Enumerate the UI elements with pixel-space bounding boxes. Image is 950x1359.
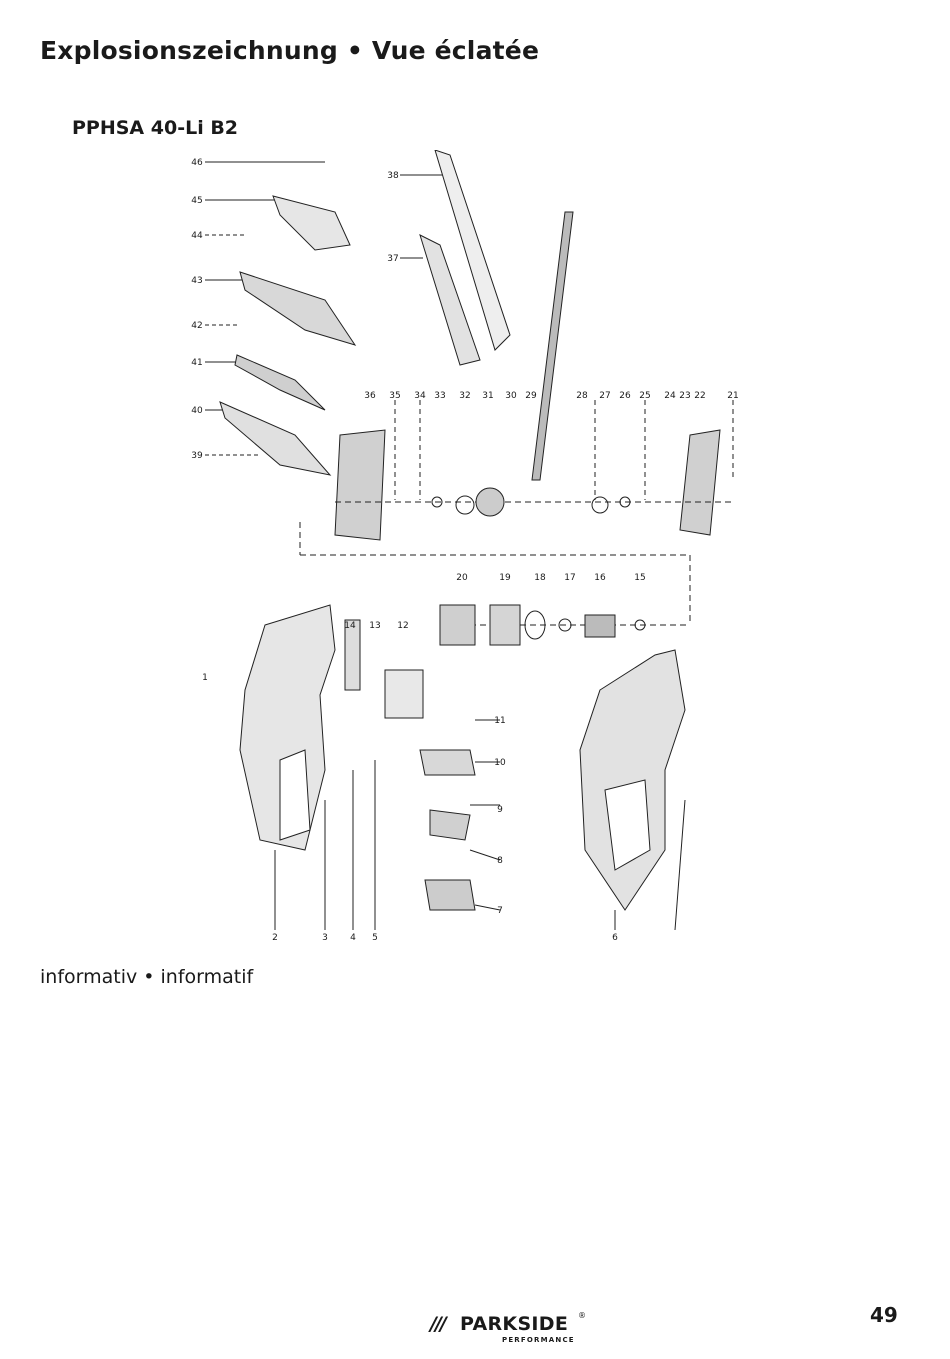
part-label: 11 <box>494 716 505 726</box>
part-label: 28 <box>576 391 588 401</box>
logo-registered-mark: ® <box>578 1311 586 1320</box>
part-label: 19 <box>499 573 511 583</box>
part-number-labels: 46 45 44 43 42 41 40 39 38 37 36 35 34 3… <box>191 158 738 943</box>
part-label: 25 <box>639 391 650 401</box>
part-label: 32 <box>459 391 470 401</box>
part-label: 43 <box>191 276 202 286</box>
part-label: 16 <box>594 573 606 583</box>
part-label: 13 <box>369 621 380 631</box>
part-label: 31 <box>482 391 493 401</box>
part-label: 35 <box>389 391 400 401</box>
part-label: 20 <box>456 573 468 583</box>
logo-slashes: /// <box>430 1313 447 1335</box>
part-label: 4 <box>350 933 356 943</box>
part-label: 23 <box>679 391 690 401</box>
part-label: 2 <box>272 933 278 943</box>
part-label: 45 <box>191 196 202 206</box>
part-label: 41 <box>191 358 202 368</box>
part-label: 10 <box>494 758 506 768</box>
part-label: 12 <box>397 621 408 631</box>
part-label: 30 <box>505 391 517 401</box>
part-label: 22 <box>694 391 705 401</box>
part-label: 24 <box>664 391 676 401</box>
model-name: PPHSA 40-Li B2 <box>72 117 239 139</box>
part-label: 34 <box>414 391 426 401</box>
part-label: 39 <box>191 451 203 461</box>
caption: informativ • informatif <box>40 966 254 988</box>
part-label: 17 <box>564 573 575 583</box>
part-label: 15 <box>634 573 645 583</box>
part-label: 8 <box>497 856 503 866</box>
part-label: 42 <box>191 321 202 331</box>
part-label: 7 <box>497 906 503 916</box>
part-label: 46 <box>191 158 203 168</box>
part-label: 21 <box>727 391 738 401</box>
part-label: 5 <box>372 933 378 943</box>
part-label: 14 <box>344 621 356 631</box>
exploded-view-diagram: 46 45 44 43 42 41 40 39 38 37 36 35 34 3… <box>191 150 739 943</box>
part-label: 29 <box>525 391 537 401</box>
part-label: 26 <box>619 391 631 401</box>
part-label: 33 <box>434 391 445 401</box>
part-label: 9 <box>497 805 503 815</box>
part-label: 36 <box>364 391 376 401</box>
page-title: Explosionszeichnung • Vue éclatée <box>40 36 540 65</box>
part-label: 37 <box>387 254 398 264</box>
part-label: 44 <box>191 231 203 241</box>
part-label: 38 <box>387 171 399 181</box>
part-label: 18 <box>534 573 546 583</box>
parkside-logo: /// PARKSIDE ® PERFORMANCE <box>430 1311 590 1351</box>
part-label: 1 <box>202 673 208 683</box>
part-label: 27 <box>599 391 610 401</box>
logo-subtitle: PERFORMANCE <box>502 1336 575 1344</box>
part-label: 3 <box>322 933 328 943</box>
part-label: 40 <box>191 406 203 416</box>
page-number: 49 <box>870 1303 898 1327</box>
logo-brand: PARKSIDE <box>460 1313 569 1335</box>
part-label: 6 <box>612 933 618 943</box>
